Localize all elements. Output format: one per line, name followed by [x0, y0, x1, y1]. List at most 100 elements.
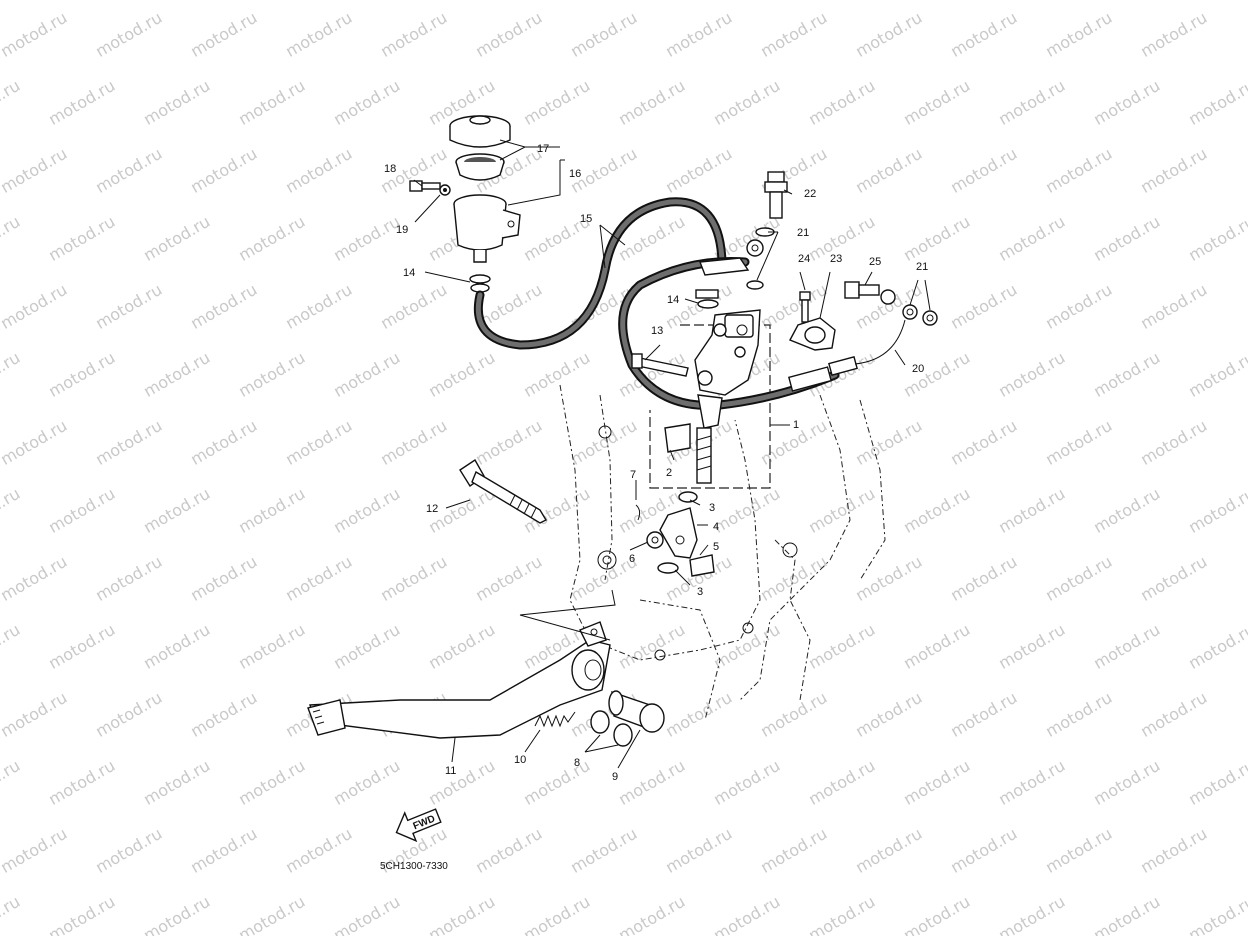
- callout-24: 24: [798, 253, 810, 265]
- watermark-text: motod.ru: [425, 892, 498, 936]
- watermark-text: motod.ru: [1090, 484, 1163, 537]
- watermark-text: motod.ru: [710, 76, 783, 129]
- watermark-text: motod.ru: [1090, 892, 1163, 936]
- watermark-text: motod.ru: [235, 212, 308, 265]
- watermark-text: motod.ru: [615, 76, 688, 129]
- watermark-text: motod.ru: [0, 76, 23, 129]
- watermark-text: motod.ru: [710, 484, 783, 537]
- watermark-text: motod.ru: [187, 8, 260, 61]
- watermark-text: motod.ru: [710, 756, 783, 809]
- watermark-text: motod.ru: [1137, 688, 1210, 741]
- watermark-text: motod.ru: [805, 892, 878, 936]
- watermark-text: motod.ru: [1185, 484, 1248, 537]
- watermark-text: motod.ru: [1185, 892, 1248, 936]
- watermark-text: motod.ru: [1090, 756, 1163, 809]
- watermark-text: motod.ru: [995, 892, 1068, 936]
- watermark-text: motod.ru: [1042, 688, 1115, 741]
- watermark-text: motod.ru: [330, 756, 403, 809]
- watermark-layer: motod.ru motod.ru motod.ru motod.ru motod.ru…: [0, 8, 1248, 936]
- watermark-text: motod.ru: [0, 688, 70, 741]
- watermark-text: motod.ru: [947, 280, 1020, 333]
- callout-19: 19: [396, 224, 408, 236]
- watermark-text: motod.ru: [0, 484, 23, 537]
- leader-lines: [413, 139, 931, 769]
- watermark-text: motod.ru: [852, 824, 925, 877]
- watermark-text: motod.ru: [187, 416, 260, 469]
- master-cylinder: [631, 289, 761, 484]
- watermark-text: motod.ru: [900, 484, 973, 537]
- watermark-text: motod.ru: [92, 144, 165, 197]
- callout-8: 8: [574, 757, 580, 769]
- watermark-text: motod.ru: [852, 688, 925, 741]
- callout-10: 10: [514, 754, 526, 766]
- return-spring: [534, 711, 576, 728]
- watermark-text: motod.ru: [947, 824, 1020, 877]
- watermark-text: motod.ru: [662, 688, 735, 741]
- callout-5: 5: [713, 541, 719, 553]
- watermark-text: motod.ru: [425, 348, 498, 401]
- watermark-text: motod.ru: [900, 76, 973, 129]
- watermark-text: motod.ru: [92, 280, 165, 333]
- watermark-text: motod.ru: [0, 212, 23, 265]
- watermark-text: motod.ru: [710, 892, 783, 936]
- watermark-text: motod.ru: [472, 8, 545, 61]
- watermark-text: motod.ru: [1042, 416, 1115, 469]
- callout-14: 14: [667, 294, 679, 306]
- watermark-text: motod.ru: [1042, 552, 1115, 605]
- watermark-text: motod.ru: [567, 8, 640, 61]
- watermark-text: motod.ru: [662, 144, 735, 197]
- watermark-text: motod.ru: [852, 552, 925, 605]
- watermark-text: motod.ru: [947, 8, 1020, 61]
- watermark-text: motod.ru: [520, 76, 593, 129]
- watermark-text: motod.ru: [45, 620, 118, 673]
- watermark-text: motod.ru: [995, 76, 1068, 129]
- watermark-text: motod.ru: [425, 756, 498, 809]
- watermark-text: motod.ru: [520, 756, 593, 809]
- callout-4: 4: [713, 521, 719, 533]
- drawing-code: 5CH1300-7330: [380, 861, 448, 872]
- callout-7: 7: [630, 469, 636, 481]
- watermark-text: motod.ru: [330, 76, 403, 129]
- watermark-text: motod.ru: [805, 620, 878, 673]
- watermark-text: motod.ru: [45, 756, 118, 809]
- watermark-text: motod.ru: [1042, 824, 1115, 877]
- watermark-text: motod.ru: [947, 144, 1020, 197]
- watermark-text: motod.ru: [900, 212, 973, 265]
- watermark-text: motod.ru: [0, 552, 70, 605]
- watermark-text: motod.ru: [45, 892, 118, 936]
- watermark-text: motod.ru: [235, 892, 308, 936]
- watermark-text: motod.ru: [1137, 824, 1210, 877]
- watermark-text: motod.ru: [1137, 144, 1210, 197]
- watermark-text: motod.ru: [140, 348, 213, 401]
- reservoir-bolt: [409, 180, 451, 196]
- callout-9: 9: [612, 771, 618, 783]
- watermark-text: motod.ru: [1185, 348, 1248, 401]
- callout-23: 23: [830, 253, 842, 265]
- reservoir-cap: [449, 115, 511, 181]
- watermark-text: motod.ru: [520, 348, 593, 401]
- watermark-text: motod.ru: [900, 620, 973, 673]
- pivot-bolt: [459, 458, 547, 524]
- watermark-text: motod.ru: [140, 620, 213, 673]
- watermark-text: motod.ru: [1137, 416, 1210, 469]
- watermark-text: motod.ru: [282, 416, 355, 469]
- pivot-bushing: [590, 690, 665, 747]
- watermark-text: motod.ru: [377, 280, 450, 333]
- watermark-text: motod.ru: [947, 552, 1020, 605]
- watermark-text: motod.ru: [1090, 348, 1163, 401]
- callout-25: 25: [869, 256, 881, 268]
- watermark-text: motod.ru: [330, 484, 403, 537]
- reservoir-hose: [473, 197, 727, 350]
- watermark-text: motod.ru: [995, 348, 1068, 401]
- callout-21: 21: [797, 227, 809, 239]
- watermark-text: motod.ru: [282, 280, 355, 333]
- watermark-text: motod.ru: [1042, 8, 1115, 61]
- watermark-text: motod.ru: [187, 144, 260, 197]
- watermark-text: motod.ru: [45, 484, 118, 537]
- watermark-text: motod.ru: [140, 484, 213, 537]
- watermark-text: motod.ru: [235, 484, 308, 537]
- callout-labels: 1 2 3 3 4 5 6 7 8 9 10 11 12 13 14 14 15…: [384, 143, 928, 783]
- brake-pedal: [307, 621, 611, 739]
- watermark-text: motod.ru: [92, 8, 165, 61]
- watermark-text: motod.ru: [187, 552, 260, 605]
